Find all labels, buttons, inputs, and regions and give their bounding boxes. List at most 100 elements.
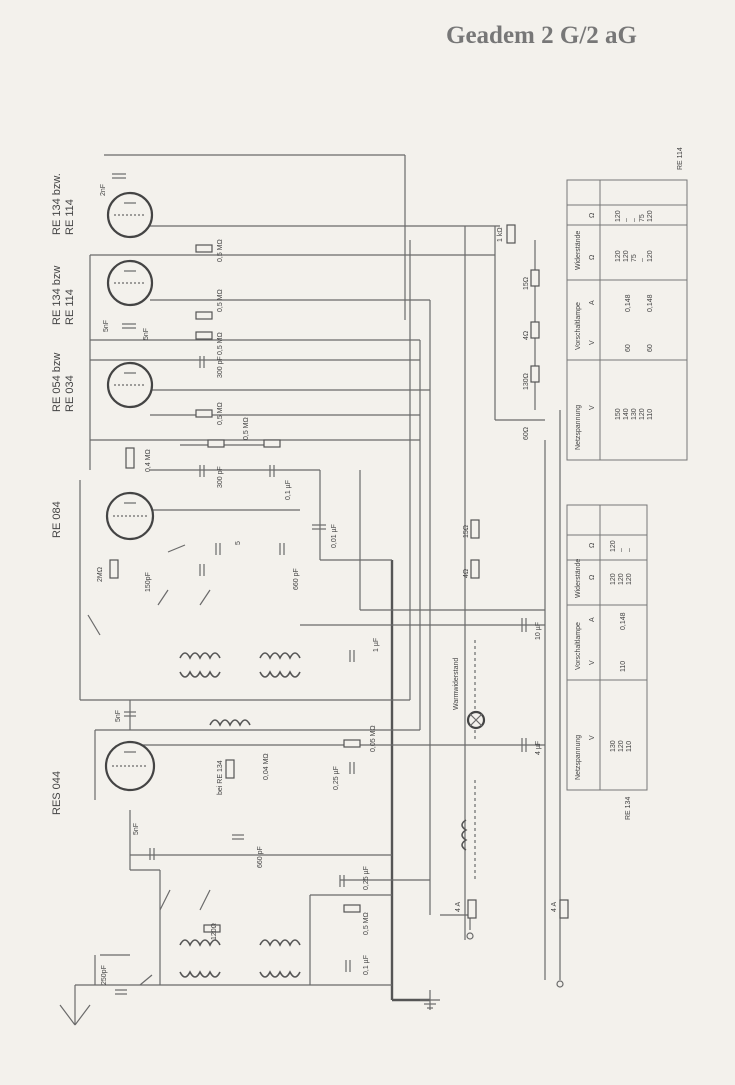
table-bottom-r2-c4: – — [626, 548, 633, 552]
label-c-5nf-a: 5nF — [103, 320, 110, 332]
tube-v4 — [105, 491, 155, 541]
antenna-symbol — [59, 984, 95, 1026]
tube-v3-label: RE 054 bzw — [51, 353, 63, 412]
tube-v5-label: RES 044 — [51, 771, 63, 815]
table-bottom-r1-c0: 120 — [618, 740, 625, 752]
label-c-5nf-c: 5nF — [133, 823, 140, 835]
table-bottom-sub-o2: Ω — [589, 543, 596, 548]
label-c-4uf: 4 µF — [535, 741, 542, 755]
tube-v5 — [104, 740, 156, 792]
table-top-h3: Widerstände — [575, 231, 582, 270]
label-r-05-e: 0,5 MΩ — [243, 417, 250, 440]
table-top-r2-c0: 130 — [631, 408, 638, 420]
table-bottom-h2: Vorschaltlampe — [575, 622, 582, 670]
label-c-300-b: 300 pF — [217, 466, 224, 488]
label-r-120: 120Ω — [211, 923, 218, 940]
label-r-60: 60Ω — [523, 427, 530, 440]
label-c-001: 0,01 µF — [331, 524, 338, 548]
table-bottom-h1: Netzspannung — [575, 735, 582, 780]
table-top-r4-c2: 0,148 — [647, 294, 654, 312]
label-c-150: 150pF — [145, 572, 152, 592]
label-r-4: 4Ω — [523, 331, 530, 340]
tube-v3-label-alt: RE 034 — [64, 375, 76, 412]
label-r-05-b: 0,5 MΩ — [217, 289, 224, 312]
table-bottom-sub-v1: V — [589, 735, 596, 740]
table-top-r0-c4: 120 — [615, 210, 622, 222]
resistors — [109, 224, 569, 933]
label-r-1k: 1 kΩ — [497, 227, 504, 242]
table-top-sub-v2: V — [589, 340, 596, 345]
table-top-r4-c0: 110 — [647, 409, 654, 420]
label-r-05-c: 0,5 MΩ — [217, 332, 224, 355]
label-c-1uf: 1 µF — [373, 638, 380, 652]
label-fuse-b: 4 A — [551, 902, 558, 912]
switches — [87, 544, 211, 986]
resistor-table-top: Netzspannung Vorschaltlampe Widerstände … — [566, 147, 688, 461]
tube-v2-label-alt: RE 114 — [64, 289, 76, 325]
table-top-r4-c1: 60 — [647, 344, 654, 352]
table-bottom-h3: Widerstände — [575, 559, 582, 598]
label-c-10uf: 10 µF — [535, 622, 542, 640]
label-c-300-a: 300 pF — [217, 356, 224, 378]
table-bottom-r1-c1: 110 — [620, 661, 627, 672]
table-top-sub-v1: V — [589, 405, 596, 410]
table-top-r1-c3: 120 — [623, 250, 630, 262]
table-top-r1-c0: 140 — [623, 408, 630, 420]
component-labels: 2nF 5nF 5nF 0,5 MΩ 0,5 MΩ 0,5 MΩ 300 pF … — [97, 184, 558, 985]
label-bei-re134: bei RE 134 — [217, 760, 224, 795]
table-top-r0-c0: 150 — [615, 408, 622, 420]
table-top-r0-c3: 120 — [615, 250, 622, 262]
table-bottom-r0-c3: 120 — [610, 573, 617, 585]
label-r-04: 0,4 MΩ — [145, 449, 152, 472]
tube-v1 — [106, 191, 154, 239]
table-bottom-r1-c2: 0,148 — [620, 612, 627, 630]
label-r-005: 0,05 MΩ — [370, 725, 377, 752]
tube-labels: RE 134 bzw. RE 114 RE 134 bzw RE 114 RE … — [51, 173, 76, 815]
label-fuse-a: 4 A — [455, 902, 462, 912]
table-top-r2-c3: 75 — [631, 254, 638, 262]
table-top-r3-c4: 75 — [639, 214, 646, 222]
tube-v2-label: RE 134 bzw — [51, 266, 63, 325]
table-bottom-sub-o1: Ω — [589, 575, 596, 580]
label-c-250pf: 250pF — [101, 965, 108, 985]
table-bottom-sub-v2: V — [589, 660, 596, 665]
label-r-05-d: 0,5 MΩ — [217, 402, 224, 425]
label-c-5: 5 — [235, 541, 242, 545]
table-top-r4-c4: 120 — [647, 210, 654, 222]
table-top-r2-c1: 60 — [625, 344, 632, 352]
table-bottom-sub-a: A — [589, 617, 596, 622]
capacitors — [112, 173, 527, 995]
table-bottom-r1-c3: 120 — [618, 573, 625, 585]
lamp — [466, 710, 486, 730]
table-bottom-r2-c0: 110 — [626, 741, 633, 752]
label-c-2nf: 2nF — [100, 184, 107, 196]
label-r-4b: 4Ω — [463, 569, 470, 578]
coil-group — [179, 652, 468, 978]
tube-v1-label: RE 134 bzw. — [51, 173, 63, 235]
table-bottom-r0-c0: 130 — [610, 740, 617, 752]
table-top-corner-label: RE 114 — [677, 147, 684, 170]
label-r-05-f: 0,5 MΩ — [363, 912, 370, 935]
table-bottom-r0-c4: 120 — [610, 540, 617, 552]
table-top-r2-c4: – — [631, 218, 638, 222]
table-top-h1: Netzspannung — [575, 405, 582, 450]
label-c-660b: 660 pF — [257, 846, 264, 868]
label-c-5nf-d: 5nF — [115, 710, 122, 722]
table-top-h2: Vorschaltlampe — [575, 302, 582, 350]
label-c-025b: 0,25 µF — [363, 866, 370, 890]
schematic-title: Geadem 2 G/2 aG — [446, 22, 637, 49]
table-bottom-r2-c3: 120 — [626, 573, 633, 585]
table-top-r4-c3: 120 — [647, 250, 654, 262]
label-r-05-a: 0,5 MΩ — [217, 239, 224, 262]
label-lamp: Warmwiderstand — [453, 658, 460, 710]
resistor-table-bottom: Netzspannung Vorschaltlampe Widerstände … — [566, 504, 648, 820]
table-top-sub-a: A — [589, 300, 596, 305]
tube-v1-label-alt: RE 114 — [64, 199, 76, 235]
label-c-025: 0,25 µF — [333, 766, 340, 790]
label-r-15: 15Ω — [523, 277, 530, 290]
table-top-r2-c2: 0,148 — [625, 294, 632, 312]
label-r-004: 0,04 MΩ — [263, 753, 270, 780]
label-c-01b: 0,1 µF — [363, 955, 370, 975]
ground-symbol — [420, 990, 440, 1010]
